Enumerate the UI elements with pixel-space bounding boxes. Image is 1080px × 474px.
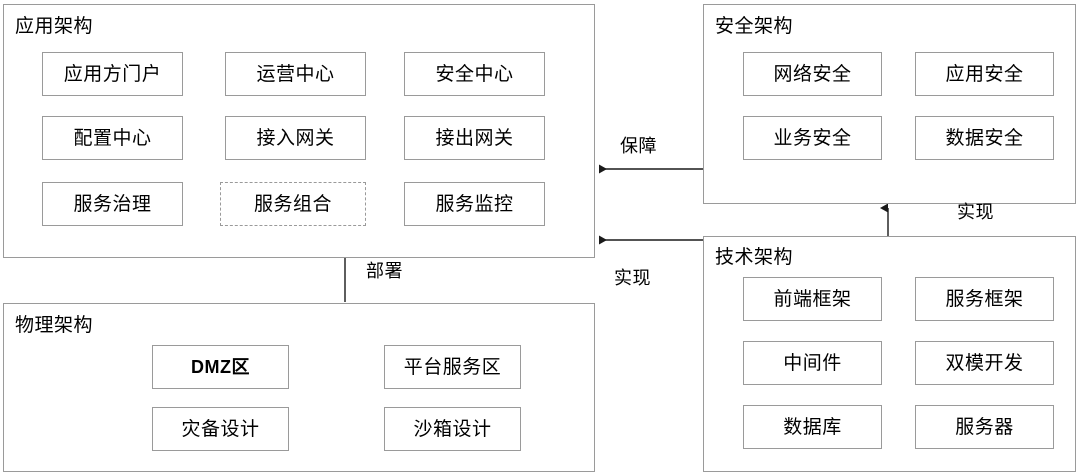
node-business-security[interactable]: 业务安全: [743, 116, 882, 160]
edge-label-deploy: 部署: [366, 261, 403, 281]
edge-label-guarantee: 保障: [620, 136, 657, 156]
panel-security-architecture: 安全架构 网络安全 应用安全 业务安全 数据安全: [703, 4, 1076, 204]
node-database[interactable]: 数据库: [743, 405, 882, 449]
node-disaster-recovery-design[interactable]: 灾备设计: [152, 407, 289, 451]
panel-title-application: 应用架构: [15, 16, 94, 37]
node-ingress-gateway[interactable]: 接入网关: [225, 116, 366, 160]
node-service-governance[interactable]: 服务治理: [42, 182, 183, 226]
panel-technology-architecture: 技术架构 前端框架 服务框架 中间件 双模开发 数据库 服务器: [703, 236, 1076, 472]
panel-title-physical: 物理架构: [15, 315, 94, 336]
node-operation-center[interactable]: 运营中心: [225, 52, 366, 96]
node-security-center[interactable]: 安全中心: [404, 52, 545, 96]
node-dmz-zone[interactable]: DMZ区: [152, 345, 289, 389]
node-data-security[interactable]: 数据安全: [915, 116, 1054, 160]
node-config-center[interactable]: 配置中心: [42, 116, 183, 160]
node-application-portal[interactable]: 应用方门户: [42, 52, 183, 96]
node-middleware[interactable]: 中间件: [743, 341, 882, 385]
panel-application-architecture: 应用架构 应用方门户 运营中心 安全中心 配置中心 接入网关 接出网关 服务治理…: [3, 4, 595, 258]
edge-label-implement-security: 实现: [957, 202, 994, 222]
edge-label-implement-application: 实现: [614, 268, 651, 288]
node-service-monitoring[interactable]: 服务监控: [404, 182, 545, 226]
panel-title-technology: 技术架构: [715, 247, 794, 268]
node-server[interactable]: 服务器: [915, 405, 1054, 449]
node-application-security[interactable]: 应用安全: [915, 52, 1054, 96]
node-service-composition[interactable]: 服务组合: [220, 182, 366, 226]
node-platform-service-zone[interactable]: 平台服务区: [384, 345, 521, 389]
node-egress-gateway[interactable]: 接出网关: [404, 116, 545, 160]
node-network-security[interactable]: 网络安全: [743, 52, 882, 96]
node-bimodal-development[interactable]: 双模开发: [915, 341, 1054, 385]
panel-title-security: 安全架构: [715, 16, 794, 37]
node-sandbox-design[interactable]: 沙箱设计: [384, 407, 521, 451]
panel-physical-architecture: 物理架构 DMZ区 平台服务区 灾备设计 沙箱设计: [3, 303, 595, 472]
node-service-framework[interactable]: 服务框架: [915, 277, 1054, 321]
node-frontend-framework[interactable]: 前端框架: [743, 277, 882, 321]
